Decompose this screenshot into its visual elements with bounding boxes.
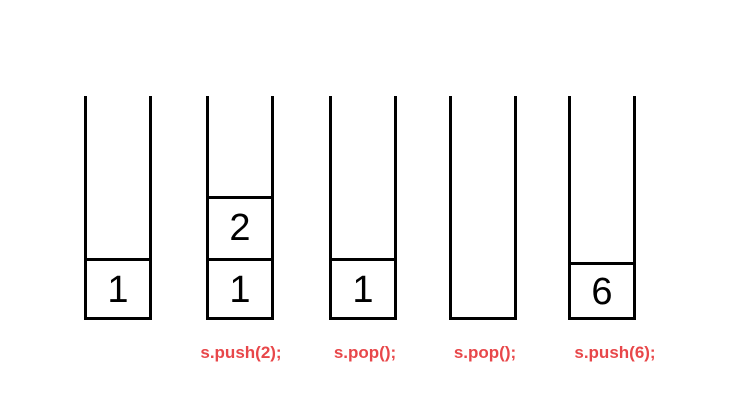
stack-left-wall-icon bbox=[568, 96, 571, 320]
stack-cell: 6 bbox=[568, 262, 636, 320]
stack-cells: 1 bbox=[84, 258, 152, 320]
operation-caption-pop-2: s.pop(); bbox=[453, 343, 517, 362]
stack-floor-icon bbox=[568, 317, 636, 320]
stack-cells: 2 1 bbox=[206, 196, 274, 320]
stack-left-wall-icon bbox=[329, 96, 332, 320]
stack-cell: 2 bbox=[206, 196, 274, 258]
operation-caption-push-6: s.push(6); bbox=[574, 343, 656, 362]
stack-right-wall-icon bbox=[271, 96, 274, 320]
stack-right-wall-icon bbox=[633, 96, 636, 320]
stack-cell: 1 bbox=[206, 258, 274, 320]
stack-right-wall-icon bbox=[514, 96, 517, 320]
stack-after-pop-2 bbox=[449, 96, 517, 320]
stack-left-wall-icon bbox=[206, 96, 209, 320]
stack-floor-icon bbox=[84, 317, 152, 320]
stack-after-push-6: 6 bbox=[568, 96, 636, 320]
operation-caption-pop-1: s.pop(); bbox=[333, 343, 397, 362]
stack-right-wall-icon bbox=[394, 96, 397, 320]
stack-after-push-2: 2 1 bbox=[206, 96, 274, 320]
stack-cell: 1 bbox=[329, 258, 397, 320]
stack-floor-icon bbox=[206, 317, 274, 320]
stack-cell: 1 bbox=[84, 258, 152, 320]
stack-initial: 1 bbox=[84, 96, 152, 320]
stack-left-wall-icon bbox=[449, 96, 452, 320]
stack-floor-icon bbox=[329, 317, 397, 320]
stack-left-wall-icon bbox=[84, 96, 87, 320]
stack-right-wall-icon bbox=[149, 96, 152, 320]
stack-cells: 1 bbox=[329, 258, 397, 320]
operation-caption-push-2: s.push(2); bbox=[200, 343, 282, 362]
stack-floor-icon bbox=[449, 317, 517, 320]
stack-after-pop-1: 1 bbox=[329, 96, 397, 320]
stack-cells: 6 bbox=[568, 262, 636, 320]
